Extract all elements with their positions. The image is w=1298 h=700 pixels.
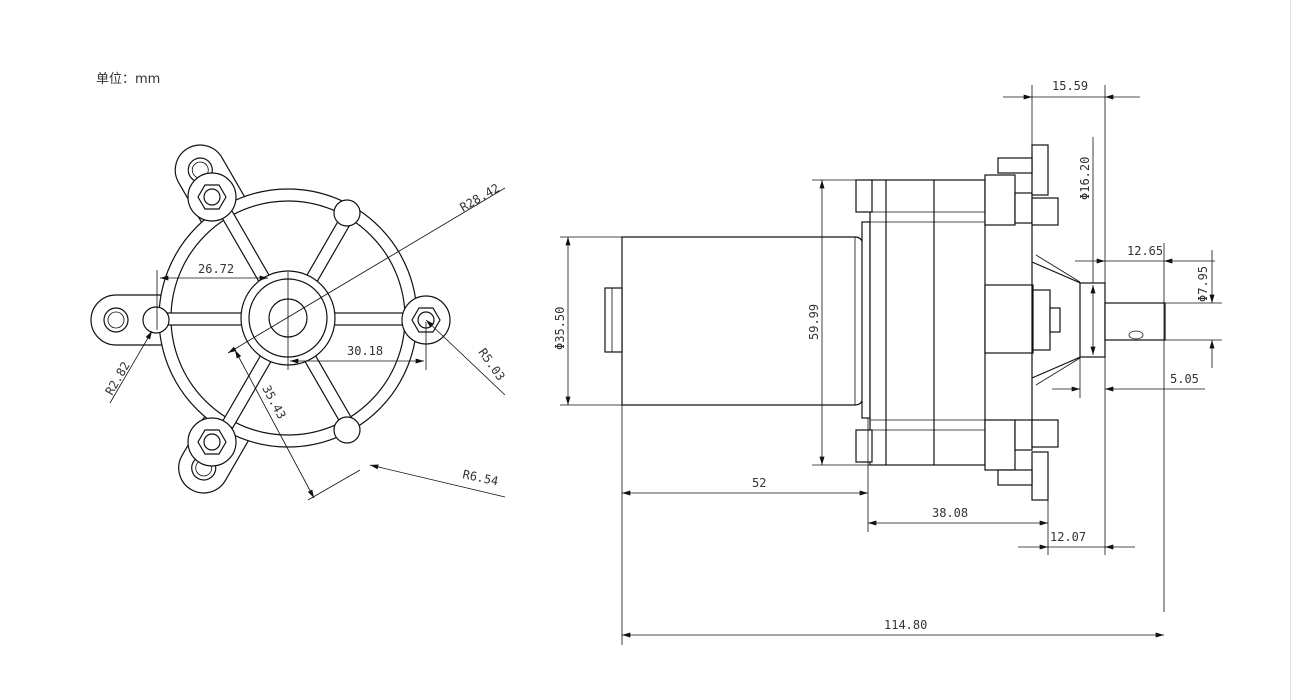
dim-flange-offset: 12.07 — [1050, 530, 1086, 544]
motor-terminal — [604, 287, 623, 353]
dim-shaft-diameter: Φ7.95 — [1196, 266, 1210, 302]
pin-top — [333, 199, 361, 227]
dim-motor-length: 52 — [752, 476, 766, 490]
page-border — [1290, 0, 1291, 700]
dim-gearbox-length: 38.08 — [932, 506, 968, 520]
dim-boss-diameter: Φ16.20 — [1078, 157, 1092, 200]
dim-ear-radius: R6.54 — [461, 467, 499, 488]
dim-line-outer-radius — [227, 187, 506, 354]
dim-total-length: 114.80 — [884, 618, 927, 632]
hex-nut-top-left — [187, 172, 237, 222]
dim-boss-length: 5.05 — [1170, 372, 1199, 386]
dim-right-offset: 30.18 — [347, 344, 383, 358]
hex-nut-bottom-left — [187, 417, 237, 467]
output-shaft — [1104, 302, 1166, 341]
dim-line-ear-radius — [369, 464, 506, 498]
dim-line-nut-radius — [425, 319, 506, 396]
dim-line-diagonal — [234, 349, 315, 499]
unit-label: 单位：mm — [96, 72, 161, 87]
gearbox — [869, 179, 986, 466]
pin-left — [142, 306, 170, 334]
pin-bottom — [333, 416, 361, 444]
dim-outer-radius: R28.42 — [458, 181, 503, 215]
dim-pin-radius: R2.82 — [102, 359, 132, 397]
output-boss — [1079, 282, 1106, 358]
dim-flange-width: 15.59 — [1052, 79, 1088, 93]
side-view: 15.59 Φ16.20 12.65 Φ7.95 5.05 Φ35.50 59.… — [553, 79, 1222, 645]
dim-nut-radius: R5.03 — [476, 346, 508, 384]
dim-shaft-length: 12.65 — [1127, 244, 1163, 258]
front-view: R28.42 26.72 30.18 R5.03 R2.82 35.43 R6.… — [90, 144, 508, 501]
dim-left-offset: 26.72 — [198, 262, 234, 276]
dim-line-pin-radius — [109, 330, 153, 404]
motor-body — [621, 236, 864, 406]
dim-gearbox-height: 59.99 — [807, 304, 821, 340]
dim-motor-diameter: Φ35.50 — [553, 307, 567, 350]
